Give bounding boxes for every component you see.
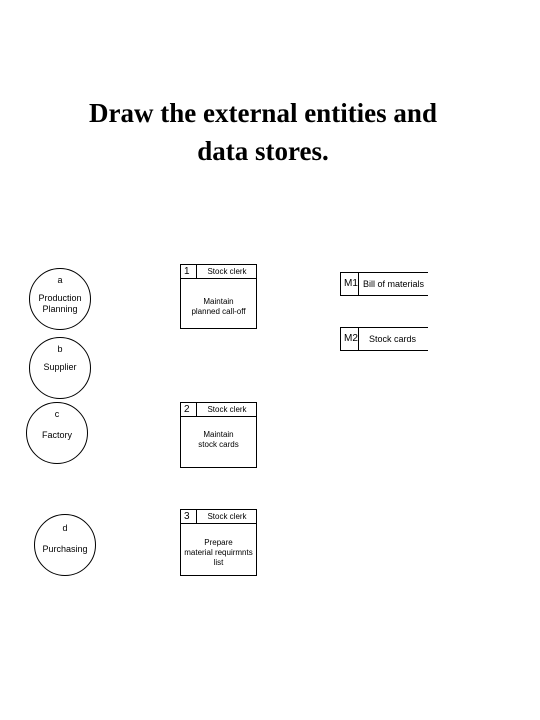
- entity-id: d: [62, 523, 68, 533]
- process-header: 1 Stock clerk: [181, 265, 256, 279]
- process-name: Maintain stock cards: [183, 430, 254, 450]
- process-id: 3: [181, 510, 197, 523]
- external-entity-production-planning: a Production Planning: [29, 268, 91, 330]
- external-entity-supplier: b Supplier: [29, 337, 91, 399]
- process-name-line-2: stock cards: [198, 440, 239, 449]
- store-id: M1: [341, 273, 359, 295]
- external-entity-factory: c Factory: [26, 402, 88, 464]
- entity-id: b: [57, 344, 63, 354]
- process-location: Stock clerk: [207, 512, 247, 521]
- process-location: Stock clerk: [207, 267, 247, 276]
- process-location: Stock clerk: [207, 405, 247, 414]
- entity-label-line-1: Factory: [41, 430, 72, 440]
- process-header: 2 Stock clerk: [181, 403, 256, 417]
- process-id: 1: [181, 265, 197, 278]
- store-name: Stock cards: [369, 334, 417, 344]
- data-store-m2: M2 Stock cards: [340, 327, 428, 351]
- process-name: Maintain planned call-off: [183, 297, 254, 317]
- data-store-m1: M1 Bill of materials: [340, 272, 428, 296]
- process-name-line-1: Maintain: [203, 430, 234, 439]
- process-box-1: 1 Stock clerk Maintain planned call-off: [180, 264, 257, 329]
- process-box-3: 3 Stock clerk Prepare material requirmnt…: [180, 509, 257, 576]
- process-id: 2: [181, 403, 197, 416]
- entity-label-line-1: Production: [38, 293, 82, 303]
- process-header: 3 Stock clerk: [181, 510, 256, 524]
- process-name-line-3: list: [213, 558, 224, 567]
- entity-label-line-2: Planning: [42, 304, 78, 314]
- process-name-line-1: Prepare: [204, 538, 233, 547]
- external-entity-purchasing: d Purchasing: [34, 514, 96, 576]
- process-name: Prepare material requirmnts list: [183, 538, 254, 568]
- slide-title: Draw the external entities and data stor…: [0, 94, 526, 170]
- title-line-2: data stores.: [197, 136, 329, 166]
- entity-id: c: [54, 409, 60, 419]
- entity-label-line-1: Supplier: [43, 362, 77, 372]
- process-box-2: 2 Stock clerk Maintain stock cards: [180, 402, 257, 468]
- store-name: Bill of materials: [363, 279, 425, 289]
- entity-id: a: [57, 275, 63, 285]
- process-name-line-2: material requirmnts: [184, 548, 253, 557]
- process-name-line-2: planned call-off: [191, 307, 246, 316]
- process-name-line-1: Maintain: [203, 297, 234, 306]
- title-line-1: Draw the external entities and: [89, 98, 437, 128]
- entity-label-line-1: Purchasing: [42, 544, 88, 554]
- store-id: M2: [341, 328, 359, 350]
